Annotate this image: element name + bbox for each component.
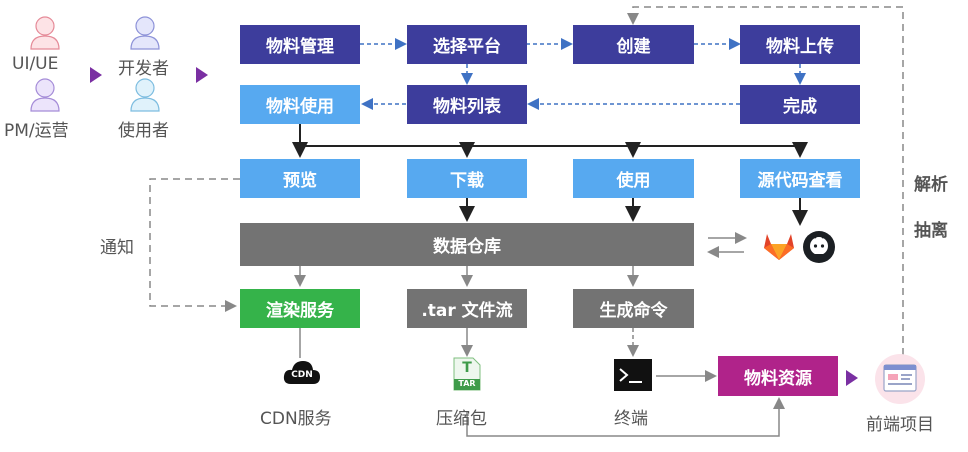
node-data-repo: 数据仓库	[240, 223, 694, 266]
role-developer: 开发者	[118, 59, 169, 79]
node-material-use: 物料使用	[240, 85, 360, 124]
cdn-badge-text: CDN	[291, 370, 313, 380]
node-done: 完成	[740, 85, 860, 124]
person-ui-icon	[30, 16, 60, 50]
node-preview: 预览	[240, 159, 360, 198]
github-icon	[803, 231, 835, 263]
role-ui-ue: UI/UE	[12, 54, 59, 74]
frontend-project-icon	[875, 354, 925, 404]
node-material-manage: 物料管理	[240, 25, 360, 64]
tar-badge-text: TAR	[458, 379, 476, 388]
label-archive: 压缩包	[436, 409, 487, 429]
node-select-platform: 选择平台	[407, 25, 527, 64]
node-tar-stream: .tar 文件流	[407, 289, 527, 328]
node-material-upload: 物料上传	[740, 25, 860, 64]
flow-arrow-to-frontend	[846, 370, 858, 386]
label-terminal: 终端	[614, 409, 648, 429]
tar-letter: T	[462, 360, 472, 376]
node-use: 使用	[573, 159, 694, 198]
label-extract: 抽离	[914, 221, 948, 241]
label-frontend-project: 前端项目	[866, 415, 934, 435]
node-material-resource: 物料资源	[718, 356, 838, 396]
cdn-cloud-icon: CDN	[283, 358, 321, 386]
flow-arrow-roles	[90, 67, 102, 83]
role-user: 使用者	[118, 121, 169, 141]
node-render-service: 渲染服务	[240, 289, 360, 328]
terminal-icon	[614, 359, 652, 391]
node-material-list: 物料列表	[407, 85, 527, 124]
tar-file-icon: T TAR	[452, 357, 482, 391]
label-cdn-service: CDN服务	[260, 409, 332, 429]
label-notify: 通知	[100, 238, 134, 258]
flow-arrow-to-process	[196, 67, 208, 83]
node-gen-command: 生成命令	[573, 289, 694, 328]
person-dev-icon	[130, 16, 160, 50]
person-pm-icon	[30, 78, 60, 112]
node-create: 创建	[573, 25, 694, 64]
gitlab-icon	[764, 234, 794, 260]
node-source-view: 源代码查看	[740, 159, 860, 198]
node-download: 下载	[407, 159, 527, 198]
person-user-icon	[130, 78, 160, 112]
role-pm: PM/运营	[4, 121, 69, 141]
label-parse: 解析	[914, 175, 948, 195]
